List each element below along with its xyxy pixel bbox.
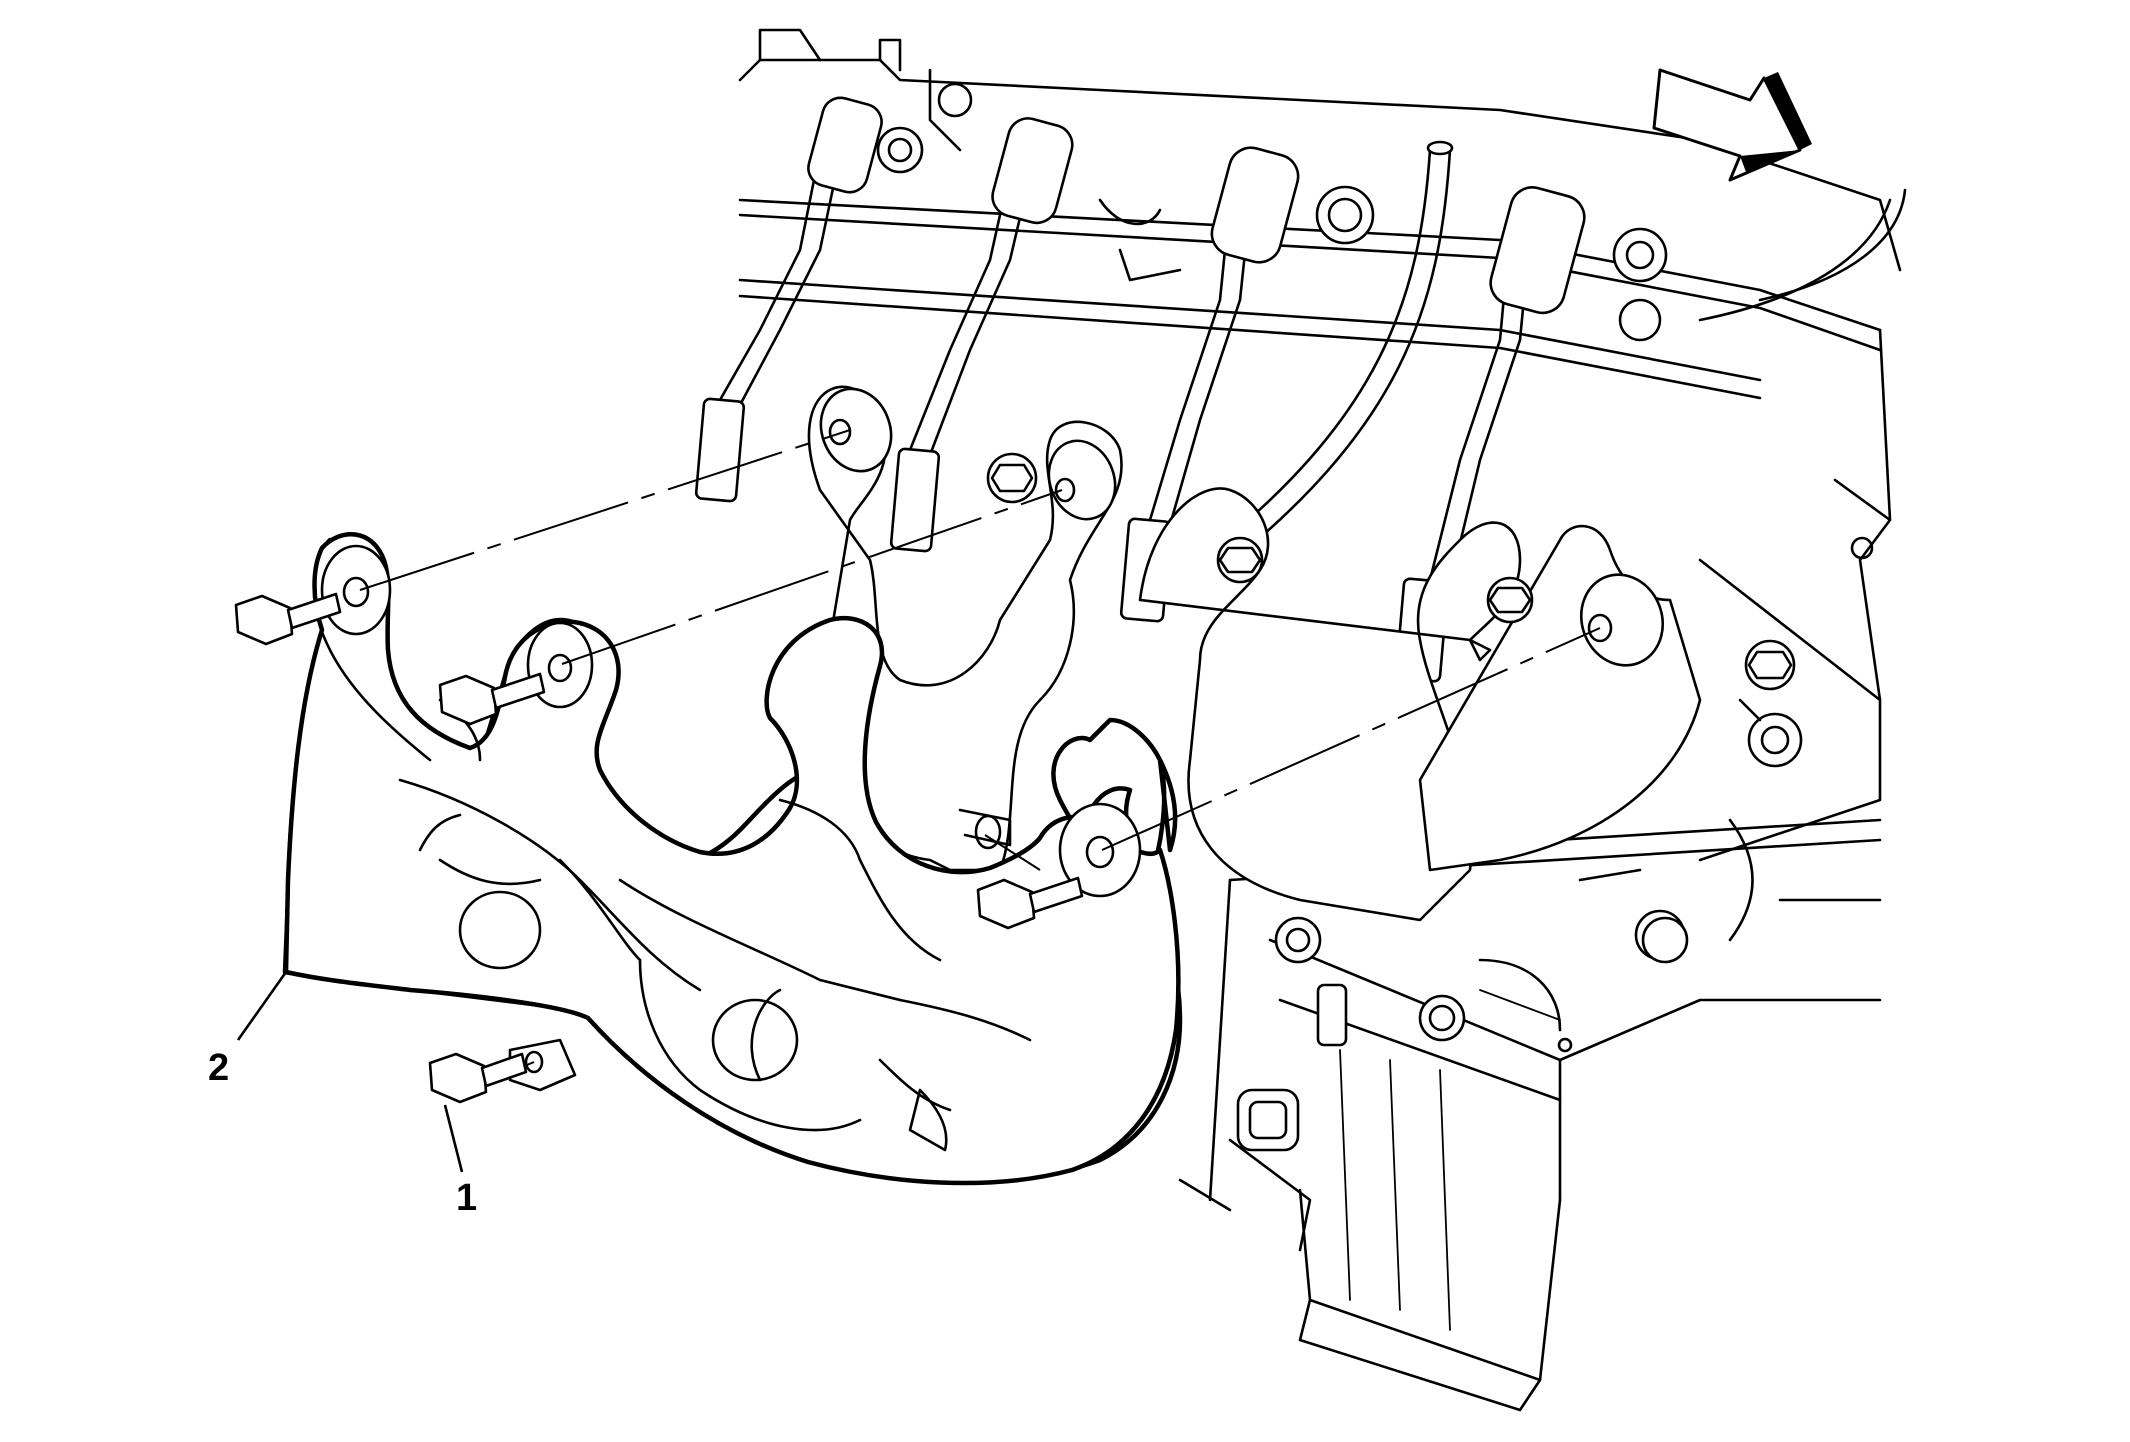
manifold-stud-icon: [1641, 916, 1689, 964]
sensor-connector-icon: [1316, 983, 1348, 1047]
manifold-bolt-icon: [1486, 576, 1534, 624]
manifold-bolt-icon: [1744, 639, 1796, 691]
block-bolt-icon: [1274, 916, 1322, 964]
sensor-connector-icon: [1236, 1088, 1300, 1152]
callout-1: 1: [443, 1104, 477, 1219]
callout-label-1: 1: [456, 1177, 477, 1219]
front-direction-arrow-icon: [1652, 68, 1812, 182]
heat-shield-bolts: [234, 592, 1084, 1104]
bolt-icon: [234, 592, 342, 646]
shield-mount-ear-icon: [1058, 802, 1142, 898]
mount-boss-icon: [819, 387, 893, 473]
upper-hardware: [758, 28, 1668, 342]
block-bolt-icon: [1418, 994, 1466, 1042]
shield-mount-ear-icon: [320, 544, 392, 636]
shield-mount-ear-icon: [526, 621, 594, 709]
callout-2: 2: [208, 971, 288, 1089]
exhaust-manifold: [807, 385, 1803, 964]
manifold-stud-icon: [1747, 712, 1803, 768]
manifold-bolt-icon: [986, 452, 1038, 504]
callout-label-2: 2: [208, 1047, 229, 1089]
manifold-bolt-icon: [1216, 536, 1264, 584]
mount-boss-icon: [1047, 439, 1117, 521]
shield-mount-bosses: [819, 387, 1665, 850]
bolt-icon: [976, 876, 1084, 930]
bolt-icon: [438, 672, 546, 726]
bolt-icon: [428, 1052, 528, 1104]
